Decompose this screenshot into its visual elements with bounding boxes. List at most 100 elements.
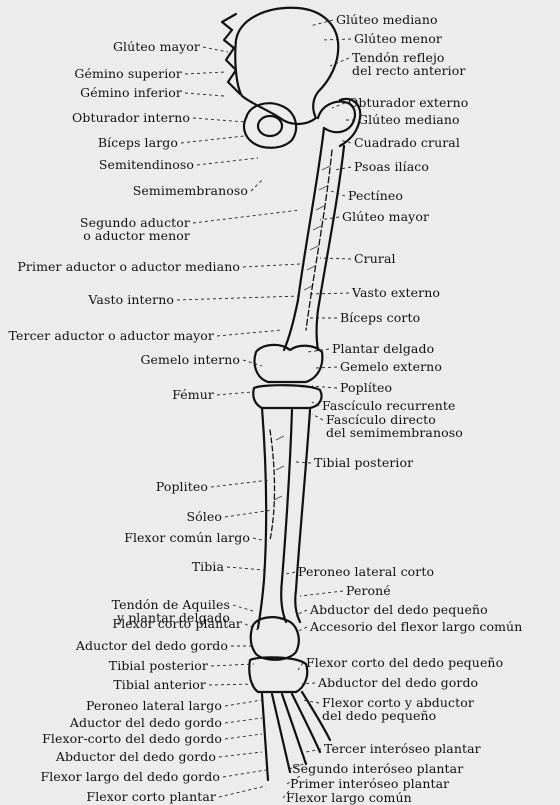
leader-tibia bbox=[227, 567, 264, 570]
label-aductor-dedo-gordo-2-text: Aductor del dedo gordo bbox=[70, 716, 222, 729]
leader-semitendinoso bbox=[197, 158, 258, 165]
label-popliteo-l: Popliteo bbox=[156, 480, 208, 493]
leader-flexor-comun-largo bbox=[253, 538, 262, 540]
label-gluteo-mediano-2: Glúteo mediano bbox=[358, 113, 460, 126]
label-tercer-aductor-text: Tercer aductor o aductor mayor bbox=[9, 329, 214, 342]
leader-gemelo-externo bbox=[316, 367, 337, 368]
label-biceps-largo: Bíceps largo bbox=[98, 136, 178, 149]
label-obturador-interno-text: Obturador interno bbox=[72, 111, 190, 124]
label-gluteo-mayor-r: Glúteo mayor bbox=[342, 210, 429, 223]
label-obturador-interno: Obturador interno bbox=[72, 111, 190, 124]
label-vasto-interno-text: Vasto interno bbox=[88, 293, 174, 306]
ilium-bone bbox=[235, 8, 338, 124]
label-aductor-dedo-gordo-1-text: Aductor del dedo gordo bbox=[76, 639, 228, 652]
label-gemelo-interno: Gemelo interno bbox=[140, 353, 240, 366]
label-tibial-posterior-r-text: Tibial posterior bbox=[314, 456, 413, 469]
soleus-line bbox=[270, 430, 275, 540]
label-plantar-delgado-text: Plantar delgado bbox=[332, 342, 434, 355]
label-femur-text: Fémur bbox=[172, 388, 214, 401]
leader-peroneo-lateral-largo bbox=[225, 700, 262, 706]
tibial-plateau bbox=[253, 385, 321, 408]
leader-peroneo-lateral-corto bbox=[286, 572, 295, 574]
label-gluteo-mayor-l: Glúteo mayor bbox=[113, 40, 200, 53]
leader-vasto-externo bbox=[310, 293, 349, 294]
label-tercer-interoseo-text: Tercer interóseo plantar bbox=[324, 742, 481, 755]
leader-gemino-superior bbox=[185, 72, 226, 74]
label-semimembranoso-text: Semimembranoso bbox=[133, 184, 248, 197]
tibia-left-edge bbox=[258, 408, 266, 628]
leader-abductor-dedo-pequeno bbox=[298, 610, 307, 614]
tibia-right-edge bbox=[281, 410, 292, 622]
label-soleo-text: Sóleo bbox=[186, 510, 222, 523]
label-fasciculo-recurrente-text: Fascículo recurrente bbox=[322, 399, 455, 412]
label-tibia-text: Tibia bbox=[192, 560, 224, 573]
femoral-condyles bbox=[255, 345, 323, 382]
label-flexor-corto-dedo-pequeno-text: Flexor corto del dedo pequeño bbox=[306, 656, 503, 669]
leader-tibial-posterior-r bbox=[296, 462, 311, 463]
label-primer-aductor: Primer aductor o aductor mediano bbox=[17, 260, 240, 273]
label-flexor-corto-dedo-pequeno: Flexor corto del dedo pequeño bbox=[306, 656, 503, 669]
leader-tercer-aductor bbox=[217, 330, 282, 336]
label-tibial-posterior-l-text: Tibial posterior bbox=[109, 659, 208, 672]
leader-primer-aductor bbox=[243, 264, 300, 267]
label-biceps-corto: Bíceps corto bbox=[340, 311, 420, 324]
leader-flexor-corto-dedo-pequeno bbox=[298, 663, 303, 670]
label-flexor-corto-plantar-1: Flexor corto plantar bbox=[112, 617, 242, 630]
leader-tibial-posterior-l bbox=[211, 664, 254, 666]
leader-aductor-dedo-gordo-2 bbox=[225, 718, 262, 723]
label-obturador-externo-text: Obturador externo bbox=[348, 96, 468, 109]
label-gluteo-menor: Glúteo menor bbox=[354, 32, 442, 45]
label-crural: Crural bbox=[354, 252, 396, 265]
label-flexor-corto-dedo-gordo-text: Flexor-corto del dedo gordo bbox=[42, 732, 222, 745]
label-gluteo-mediano-1-text: Glúteo mediano bbox=[336, 13, 438, 26]
leader-obturador-externo bbox=[332, 103, 345, 108]
label-vasto-externo: Vasto externo bbox=[352, 286, 440, 299]
label-gemino-inferior: Gémino inferior bbox=[80, 86, 182, 99]
label-perone-text: Peroné bbox=[346, 584, 391, 597]
label-biceps-corto-text: Bíceps corto bbox=[340, 311, 420, 324]
label-aductor-dedo-gordo-2: Aductor del dedo gordo bbox=[70, 716, 222, 729]
label-vasto-externo-text: Vasto externo bbox=[352, 286, 440, 299]
label-abductor-dedo-gordo-l: Abductor del dedo gordo bbox=[56, 750, 216, 763]
label-biceps-largo-text: Bíceps largo bbox=[98, 136, 178, 149]
label-semimembranoso: Semimembranoso bbox=[133, 184, 248, 197]
label-flexor-largo-comun-text: Flexor largo común bbox=[286, 791, 412, 804]
leader-gluteo-menor bbox=[322, 39, 351, 40]
label-peroneo-lateral-largo: Peroneo lateral largo bbox=[86, 699, 222, 712]
label-flexor-corto-plantar-1-text: Flexor corto plantar bbox=[112, 617, 242, 630]
label-segundo-interoseo-text: Segundo interóseo plantar bbox=[292, 762, 463, 775]
leader-gemelo-interno bbox=[243, 360, 262, 366]
label-semitendinoso: Semitendinoso bbox=[99, 158, 194, 171]
leader-abductor-dedo-gordo-l bbox=[219, 752, 262, 757]
label-cuadrado-crural: Cuadrado crural bbox=[354, 136, 460, 149]
label-aductor-dedo-gordo-1: Aductor del dedo gordo bbox=[76, 639, 228, 652]
leader-obturador-interno bbox=[193, 118, 246, 122]
leader-gemino-inferior bbox=[185, 93, 224, 96]
label-gluteo-mayor-l-text: Glúteo mayor bbox=[113, 40, 200, 53]
label-soleo: Sóleo bbox=[186, 510, 222, 523]
label-gemelo-externo: Gemelo externo bbox=[340, 360, 442, 373]
label-gluteo-menor-text: Glúteo menor bbox=[354, 32, 442, 45]
label-flexor-comun-largo-text: Flexor común largo bbox=[124, 531, 250, 544]
label-semitendinoso-text: Semitendinoso bbox=[99, 158, 194, 171]
label-tendon-reflejo: Tendón reflejodel recto anterior bbox=[352, 51, 465, 77]
label-tibia: Tibia bbox=[192, 560, 224, 573]
toe-4 bbox=[292, 694, 320, 752]
ischium-bone bbox=[244, 103, 296, 147]
label-cuadrado-crural-text: Cuadrado crural bbox=[354, 136, 460, 149]
label-flexor-largo-dedo-gordo: Flexor largo del dedo gordo bbox=[40, 770, 220, 783]
label-tercer-interoseo: Tercer interóseo plantar bbox=[324, 742, 481, 755]
label-primer-interoseo-text: Primer interóseo plantar bbox=[290, 777, 449, 790]
label-gluteo-mediano-1: Glúteo mediano bbox=[336, 13, 438, 26]
label-perone: Peroné bbox=[346, 584, 391, 597]
leader-biceps-largo bbox=[181, 136, 244, 143]
leader-semimembranoso bbox=[251, 180, 262, 191]
label-gluteo-mayor-r-text: Glúteo mayor bbox=[342, 210, 429, 223]
label-abductor-dedo-pequeno: Abductor del dedo pequeño bbox=[310, 603, 488, 616]
label-tibial-anterior: Tibial anterior bbox=[113, 678, 206, 691]
label-popliteo-r: Poplíteo bbox=[340, 381, 392, 394]
label-abductor-dedo-gordo-r: Abductor del dedo gordo bbox=[318, 676, 478, 689]
label-psoas-iliaco-text: Psoas ilíaco bbox=[354, 160, 429, 173]
